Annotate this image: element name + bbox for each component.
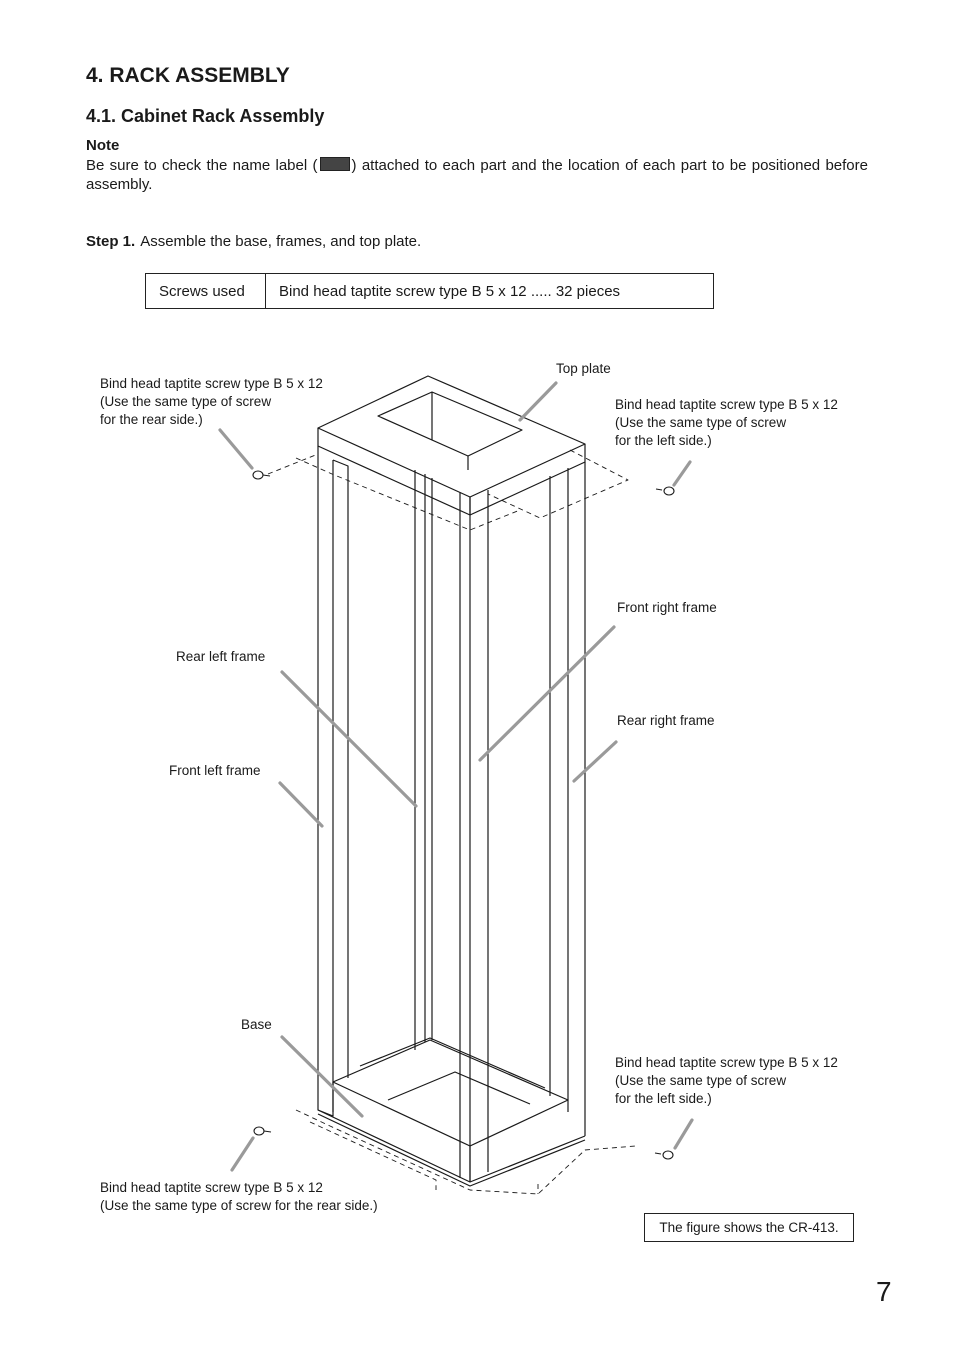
- leader-front-left-frame: [278, 781, 324, 828]
- front-right-frame-outline: [459, 490, 489, 1182]
- base-outline: [317, 1109, 586, 1183]
- note-body: Be sure to check the name label () attac…: [86, 156, 868, 194]
- callout-screw-bottom-rear: Bind head taptite screw type B 5 x 12 (U…: [100, 1180, 378, 1213]
- front-left-frame-outline: [317, 446, 334, 1117]
- callout-screw-bottom-left: Bind head taptite screw type B 5 x 12 (U…: [615, 1055, 838, 1106]
- screws-value: Bind head taptite screw type B 5 x 12 ..…: [265, 273, 714, 309]
- leader-screw-bottom-rear: [230, 1136, 255, 1172]
- screw-icon: [655, 486, 675, 496]
- callout-screw-top-rear: Bind head taptite screw type B 5 x 12 (U…: [100, 376, 323, 427]
- leader-rear-left-frame: [280, 670, 418, 808]
- callout-rear-left-frame: Rear left frame: [176, 649, 266, 664]
- callout-rear-right-frame: Rear right frame: [617, 713, 715, 728]
- step-label: Step 1.: [86, 233, 136, 250]
- subsection-heading: 4.1. Cabinet Rack Assembly: [86, 106, 325, 126]
- leader-rear-right-frame: [572, 740, 618, 783]
- screw-icon: [252, 470, 271, 480]
- leader-screw-top-left: [672, 460, 692, 487]
- figure-note: The figure shows the CR-413.: [644, 1213, 854, 1242]
- note-title: Note: [86, 137, 120, 154]
- note-text-before: Be sure to check the name label (: [86, 157, 318, 174]
- leader-screw-bottom-left: [673, 1118, 694, 1150]
- callout-top-plate: Top plate: [556, 361, 611, 376]
- step-text: Assemble the base, frames, and top plate…: [140, 233, 422, 250]
- rear-left-frame-outline: [414, 470, 433, 1050]
- callout-front-right-frame: Front right frame: [617, 600, 717, 615]
- leader-front-right-frame: [478, 625, 616, 762]
- section-heading: 4. RACK ASSEMBLY: [86, 64, 290, 87]
- screws-table: Screws used Bind head taptite screw type…: [145, 273, 714, 309]
- note-text-after: ) attached to each part and the location…: [86, 157, 868, 193]
- screw-icon: [654, 1150, 674, 1160]
- screw-icon: [253, 1126, 272, 1136]
- leader-base: [280, 1035, 364, 1118]
- screws-key: Screws used: [145, 273, 266, 309]
- table-row: Screws used Bind head taptite screw type…: [145, 273, 714, 309]
- step-instruction: Step 1.Assemble the base, frames, and to…: [86, 233, 421, 250]
- page-number: 7: [876, 1276, 892, 1307]
- callout-front-left-frame: Front left frame: [169, 763, 261, 778]
- leader-top-plate: [518, 381, 558, 422]
- callout-screw-top-left: Bind head taptite screw type B 5 x 12 (U…: [615, 397, 838, 448]
- callout-base: Base: [241, 1017, 272, 1032]
- rear-right-frame-outline: [549, 462, 586, 1136]
- name-label-icon: [319, 157, 350, 171]
- leader-screw-top-rear: [218, 428, 254, 470]
